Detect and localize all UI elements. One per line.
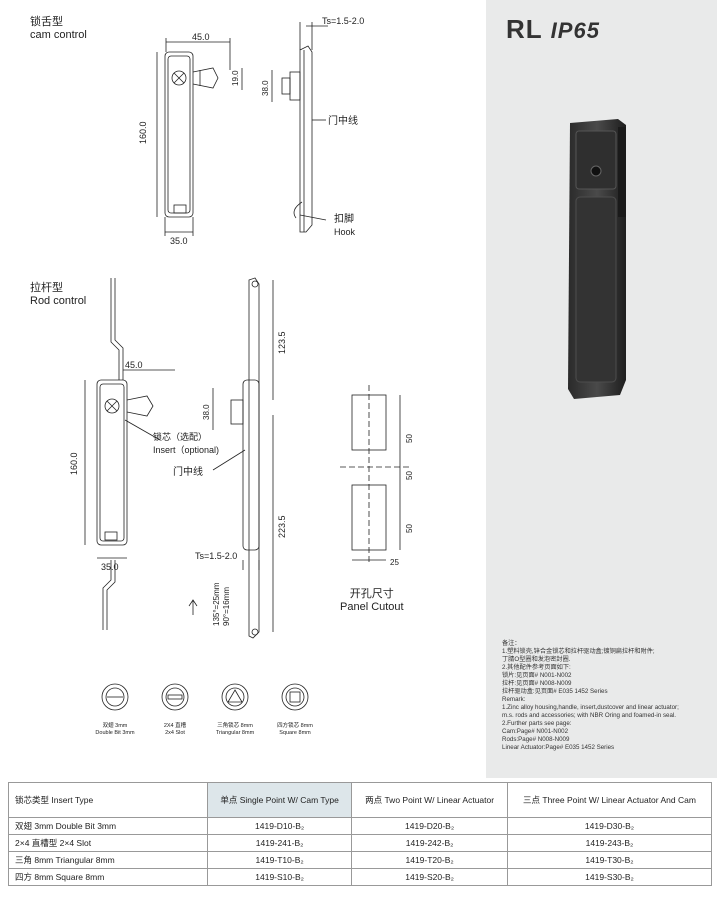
ip-rating: IP65 [550, 18, 600, 43]
cutout-dim-width: 25 [390, 558, 399, 567]
remark-line: Remark: [502, 696, 526, 703]
cutout-dim-mid: 50 [405, 471, 414, 480]
series-code: RL [506, 14, 543, 44]
table-cell: 三角 8mm Triangular 8mm [8, 851, 208, 869]
cam-control-drawing: 45.0 160.0 35.0 19.0 38.0 Ts=1.5-2.0 门中线… [138, 16, 364, 245]
table-cell: 1419-D20-B₂ [351, 817, 508, 835]
rod-dim-45: 45.0 [125, 360, 143, 370]
rod-control-label: 拉杆型 Rod control [30, 282, 86, 308]
insert-caption-cn: 四方锁芯 8mm [277, 723, 313, 729]
slot-icon [161, 683, 189, 711]
rod-label-en: Rod control [30, 295, 87, 307]
remark-line: 2.其他配件参考页面如下: [502, 664, 571, 671]
insert-caption-en: Square 8mm [279, 730, 311, 736]
remark-line: Rods:Page# N008-N009 [502, 736, 570, 743]
remark-line: Cam:Page# N001-N002 [502, 728, 569, 735]
table-cell: 1419-S10-B₂ [206, 868, 353, 886]
cam-label-en: cam control [30, 29, 87, 41]
hook-label-cn: 扣脚 [334, 212, 354, 225]
table-row: 2×4 直槽型 2×4 Slot 1419-241-B₂ 1419-242-B₂… [8, 834, 713, 852]
table-header-row: 锁芯类型 Insert Type 单点 Single Point W/ Cam … [8, 782, 713, 818]
table-cell: 1419-242-B₂ [351, 834, 508, 852]
remark-line: 丁腈O型圈和发泡密封圈. [502, 656, 571, 663]
cam-dim-45: 45.0 [192, 32, 210, 42]
rod-dim-223: 223.5 [277, 515, 287, 538]
rating-badge: RL IP65 [506, 14, 600, 45]
table-cell: 1419-D30-B₂ [506, 817, 713, 835]
insert-caption-en: Triangular 8mm [215, 730, 255, 736]
rod-angle-90: 90°=16mm [222, 587, 231, 626]
square-icon [281, 683, 309, 711]
table-cell: 四方 8mm Square 8mm [8, 868, 208, 886]
product-photo [568, 119, 626, 399]
table-cell: 1419-D10-B₂ [206, 817, 353, 835]
insert-label-en: Insert（optional) [153, 445, 219, 455]
panel-cutout-label: 开孔尺寸 Panel Cutout [340, 588, 404, 614]
cutout-dim-top: 50 [405, 434, 414, 443]
double-bit-icon [101, 683, 129, 711]
insert-caption-cn: 双翅 3mm [102, 723, 128, 729]
hook-label-en: Hook [334, 227, 356, 237]
cutout-dim-bottom: 50 [405, 524, 414, 533]
insert-label-cn: 锁芯（选配） [153, 431, 207, 442]
cam-dim-38: 38.0 [261, 80, 270, 96]
remark-line: 锁片:见页面# N001-N002 [502, 672, 572, 679]
table-cell: 1419-T20-B₂ [351, 851, 508, 869]
spec-table: 锁芯类型 Insert Type 单点 Single Point W/ Cam … [8, 782, 713, 886]
rod-dim-35: 35.0 [101, 562, 119, 572]
table-cell: 1419-241-B₂ [206, 834, 353, 852]
cam-dim-160: 160.0 [138, 121, 148, 144]
cam-dim-19: 19.0 [231, 70, 240, 86]
cutout-label-en: Panel Cutout [340, 601, 404, 613]
table-header: 单点 Single Point W/ Cam Type [206, 782, 353, 818]
remark-line: m.s. rods and accessories; with NBR Orin… [502, 712, 677, 719]
rod-angle-135: 135°=25mm [212, 582, 221, 626]
table-row: 三角 8mm Triangular 8mm 1419-T10-B₂ 1419-T… [8, 851, 713, 869]
table-row: 双翅 3mm Double Bit 3mm 1419-D10-B₂ 1419-D… [8, 817, 713, 835]
cam-dim-35: 35.0 [170, 236, 188, 245]
table-cell: 1419-T30-B₂ [506, 851, 713, 869]
insert-icons [101, 683, 309, 711]
rod-dim-160: 160.0 [69, 452, 79, 475]
rod-control-drawing: 45.0 160.0 35.0 锁芯（选配） Insert（optional) … [69, 277, 287, 639]
table-cell: 双翅 3mm Double Bit 3mm [8, 817, 208, 835]
cam-label-cn: 锁舌型 [30, 16, 63, 28]
remark-line: 拉杆驱动盒:见页面# E035 1452 Series [502, 688, 608, 695]
insert-caption-cn: 三角锁芯 8mm [217, 723, 253, 729]
triangle-icon [221, 683, 249, 711]
table-header: 三点 Three Point W/ Linear Actuator And Ca… [506, 782, 713, 818]
table-cell: 1419-243-B₂ [506, 834, 713, 852]
remark-line: 备注： [502, 640, 521, 647]
rod-dim-38: 38.0 [202, 404, 211, 420]
remark-line: 1.塑料锁壳,锌合金锁芯和拉杆驱动盒;镀铜扁拉杆和附件; [502, 648, 655, 655]
remark-line: 2.Further parts see page: [502, 720, 572, 727]
table-row: 四方 8mm Square 8mm 1419-S10-B₂ 1419-S20-B… [8, 868, 713, 886]
remark-line: Linear Actuator:Page# E035 1452 Series [502, 744, 615, 751]
rod-ts: Ts=1.5-2.0 [195, 551, 237, 561]
insert-caption-en: Double Bit 3mm [95, 730, 135, 736]
table-header: 两点 Two Point W/ Linear Actuator [351, 782, 508, 818]
cam-ts: Ts=1.5-2.0 [322, 16, 364, 26]
remarks: 备注： 1.塑料锁壳,锌合金锁芯和拉杆驱动盒;镀铜扁拉杆和附件; 丁腈O型圈和发… [502, 640, 712, 752]
table-cell: 2×4 直槽型 2×4 Slot [8, 834, 208, 852]
rod-dim-123: 123.5 [277, 331, 287, 354]
panel-cutout-drawing: 50 50 50 25 [340, 385, 414, 567]
rod-label-cn: 拉杆型 [30, 282, 63, 294]
cam-control-label: 锁舌型 cam control [30, 16, 87, 42]
table-cell: 1419-S20-B₂ [351, 868, 508, 886]
remark-line: 1.Zinc alloy housing,handle, insert,dust… [502, 704, 679, 711]
table-cell: 1419-T10-B₂ [206, 851, 353, 869]
remark-line: 拉杆:见页面# N008-N009 [502, 680, 572, 687]
cutout-label-cn: 开孔尺寸 [349, 588, 394, 600]
insert-caption-en: 2x4 Slot [165, 730, 185, 736]
table-header: 锁芯类型 Insert Type [8, 782, 208, 818]
rod-door-centerline: 门中线 [173, 465, 203, 478]
table-cell: 1419-S30-B₂ [506, 868, 713, 886]
insert-caption-cn: 2X4 直槽 [163, 723, 187, 729]
cam-door-centerline: 门中线 [328, 114, 358, 127]
